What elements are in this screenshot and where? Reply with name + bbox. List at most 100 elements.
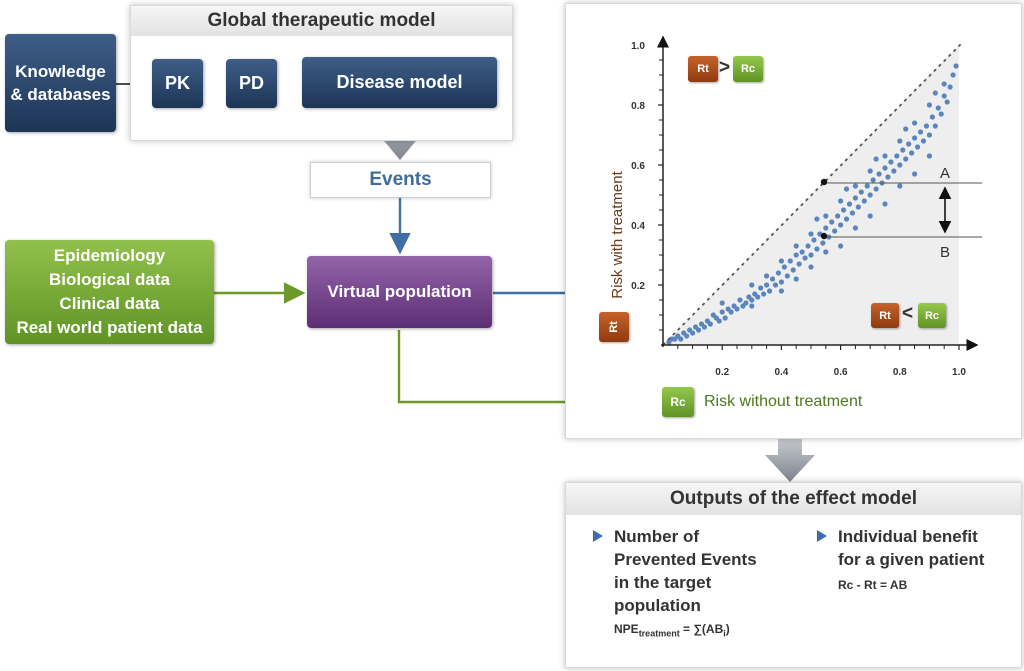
scatter-point [903, 126, 909, 132]
scatter-point [838, 243, 844, 249]
chip-rc-bottom: Rc [918, 303, 946, 328]
scatter-point [885, 174, 891, 180]
scatter-point [947, 84, 953, 90]
virtual-population-box[interactable]: Virtual population [307, 256, 492, 328]
virtual-population-label: Virtual population [327, 282, 472, 301]
x-tick-label: 1.0 [952, 367, 966, 378]
scatter-point [775, 270, 782, 276]
scatter-point [716, 318, 722, 324]
scatter-point [891, 168, 897, 174]
scatter-point [846, 201, 853, 207]
scatter-point [855, 204, 861, 210]
scatter-point [811, 237, 817, 243]
scatter-point [838, 222, 844, 228]
pk-box[interactable]: PK [152, 59, 203, 108]
pd-box[interactable]: PD [226, 59, 277, 108]
scatter-point [808, 252, 814, 258]
scatter-point [867, 192, 873, 198]
scatter-point [758, 285, 764, 291]
events-box[interactable]: Events [310, 162, 491, 198]
outputs-title: Outputs of the effect model [566, 483, 1021, 515]
knowledge-box[interactable]: Knowledge & databases [5, 34, 116, 132]
scatter-point [695, 327, 702, 333]
pk-label: PK [164, 73, 190, 93]
events-label: Events [369, 169, 432, 190]
scatter-point [778, 279, 784, 285]
scatter-point [802, 255, 808, 261]
scatter-point [719, 300, 725, 306]
chip-rc-top-label: Rc [740, 63, 756, 75]
scatter-point [743, 300, 749, 306]
scatter-point [852, 183, 858, 189]
scatter-point [935, 105, 941, 111]
chip-rc-axis-label: Rc [670, 395, 686, 409]
scatter-point [764, 273, 770, 279]
pd-label: PD [238, 73, 264, 93]
scatter-point [950, 72, 956, 78]
x-tick-label: 0.2 [715, 367, 729, 378]
bullet-icon [593, 530, 603, 542]
scatter-point [897, 138, 903, 144]
scatter-point [793, 276, 799, 282]
point-a-marker [820, 178, 828, 186]
y-axis-label: Risk with treatment [609, 170, 626, 298]
scatter-point [808, 264, 814, 270]
scatter-point [769, 276, 776, 282]
scatter-point [737, 297, 743, 303]
scatter-point [701, 324, 708, 330]
x-tick-label: 0.8 [893, 367, 907, 378]
scatter-point [897, 183, 903, 189]
disease-model-box[interactable]: Disease model [302, 57, 497, 108]
scatter-point [755, 294, 761, 300]
scatter-point [852, 225, 858, 231]
scatter-point [766, 288, 773, 294]
scatter-point [820, 240, 826, 246]
chip-rt-top: Rt [688, 56, 718, 82]
point-b-marker [820, 232, 828, 240]
scatter-point [823, 225, 829, 231]
scatter-point [938, 111, 944, 117]
scatter-point [772, 282, 779, 288]
scatter-point [861, 198, 867, 204]
scatter-point [882, 201, 888, 207]
label-a: A [940, 165, 950, 182]
y-tick-label: 0.2 [631, 281, 645, 292]
scatter-point [917, 129, 924, 135]
scatter-point [926, 153, 932, 159]
y-tick-label: 0.4 [631, 221, 645, 232]
scatter-point [784, 273, 790, 279]
scatter-point [864, 183, 870, 189]
scatter-point [941, 93, 947, 99]
scatter-point [852, 195, 858, 201]
global-model-title: Global therapeutic model [131, 6, 512, 36]
scatter-point [923, 123, 930, 129]
data-sources-label: Epidemiology Biological data Clinical da… [16, 246, 203, 337]
scatter-point [814, 246, 820, 252]
knowledge-label: Knowledge & databases [10, 62, 111, 104]
disease-model-label: Disease model [336, 72, 463, 92]
scatter-point [805, 243, 811, 249]
x-axis-label: Risk without treatment [704, 393, 863, 410]
diagonal-line [662, 43, 962, 346]
scatter-point [903, 156, 909, 162]
chip-rt-axis-label: Rt [607, 321, 620, 333]
data-sources-box[interactable]: Epidemiology Biological data Clinical da… [5, 240, 214, 344]
scatter-point [734, 306, 740, 312]
scatter-point [932, 90, 938, 96]
scatter-point [843, 186, 850, 192]
scatter-point [843, 216, 850, 222]
scatter-point [929, 114, 935, 120]
scatter-point [778, 288, 784, 294]
scatter-point [781, 264, 787, 270]
scatter-point [882, 153, 888, 159]
y-tick-label: 1.0 [631, 41, 645, 52]
output-item-individual-benefit: Individual benefit for a given patient [838, 527, 985, 569]
scatter-point [858, 189, 864, 195]
chip-rc-axis: Rc [662, 387, 694, 417]
scatter-point [719, 309, 725, 315]
scatter-point [882, 165, 888, 171]
scatter-point [835, 213, 841, 219]
scatter-point [920, 138, 927, 144]
scatter-point [728, 309, 734, 315]
